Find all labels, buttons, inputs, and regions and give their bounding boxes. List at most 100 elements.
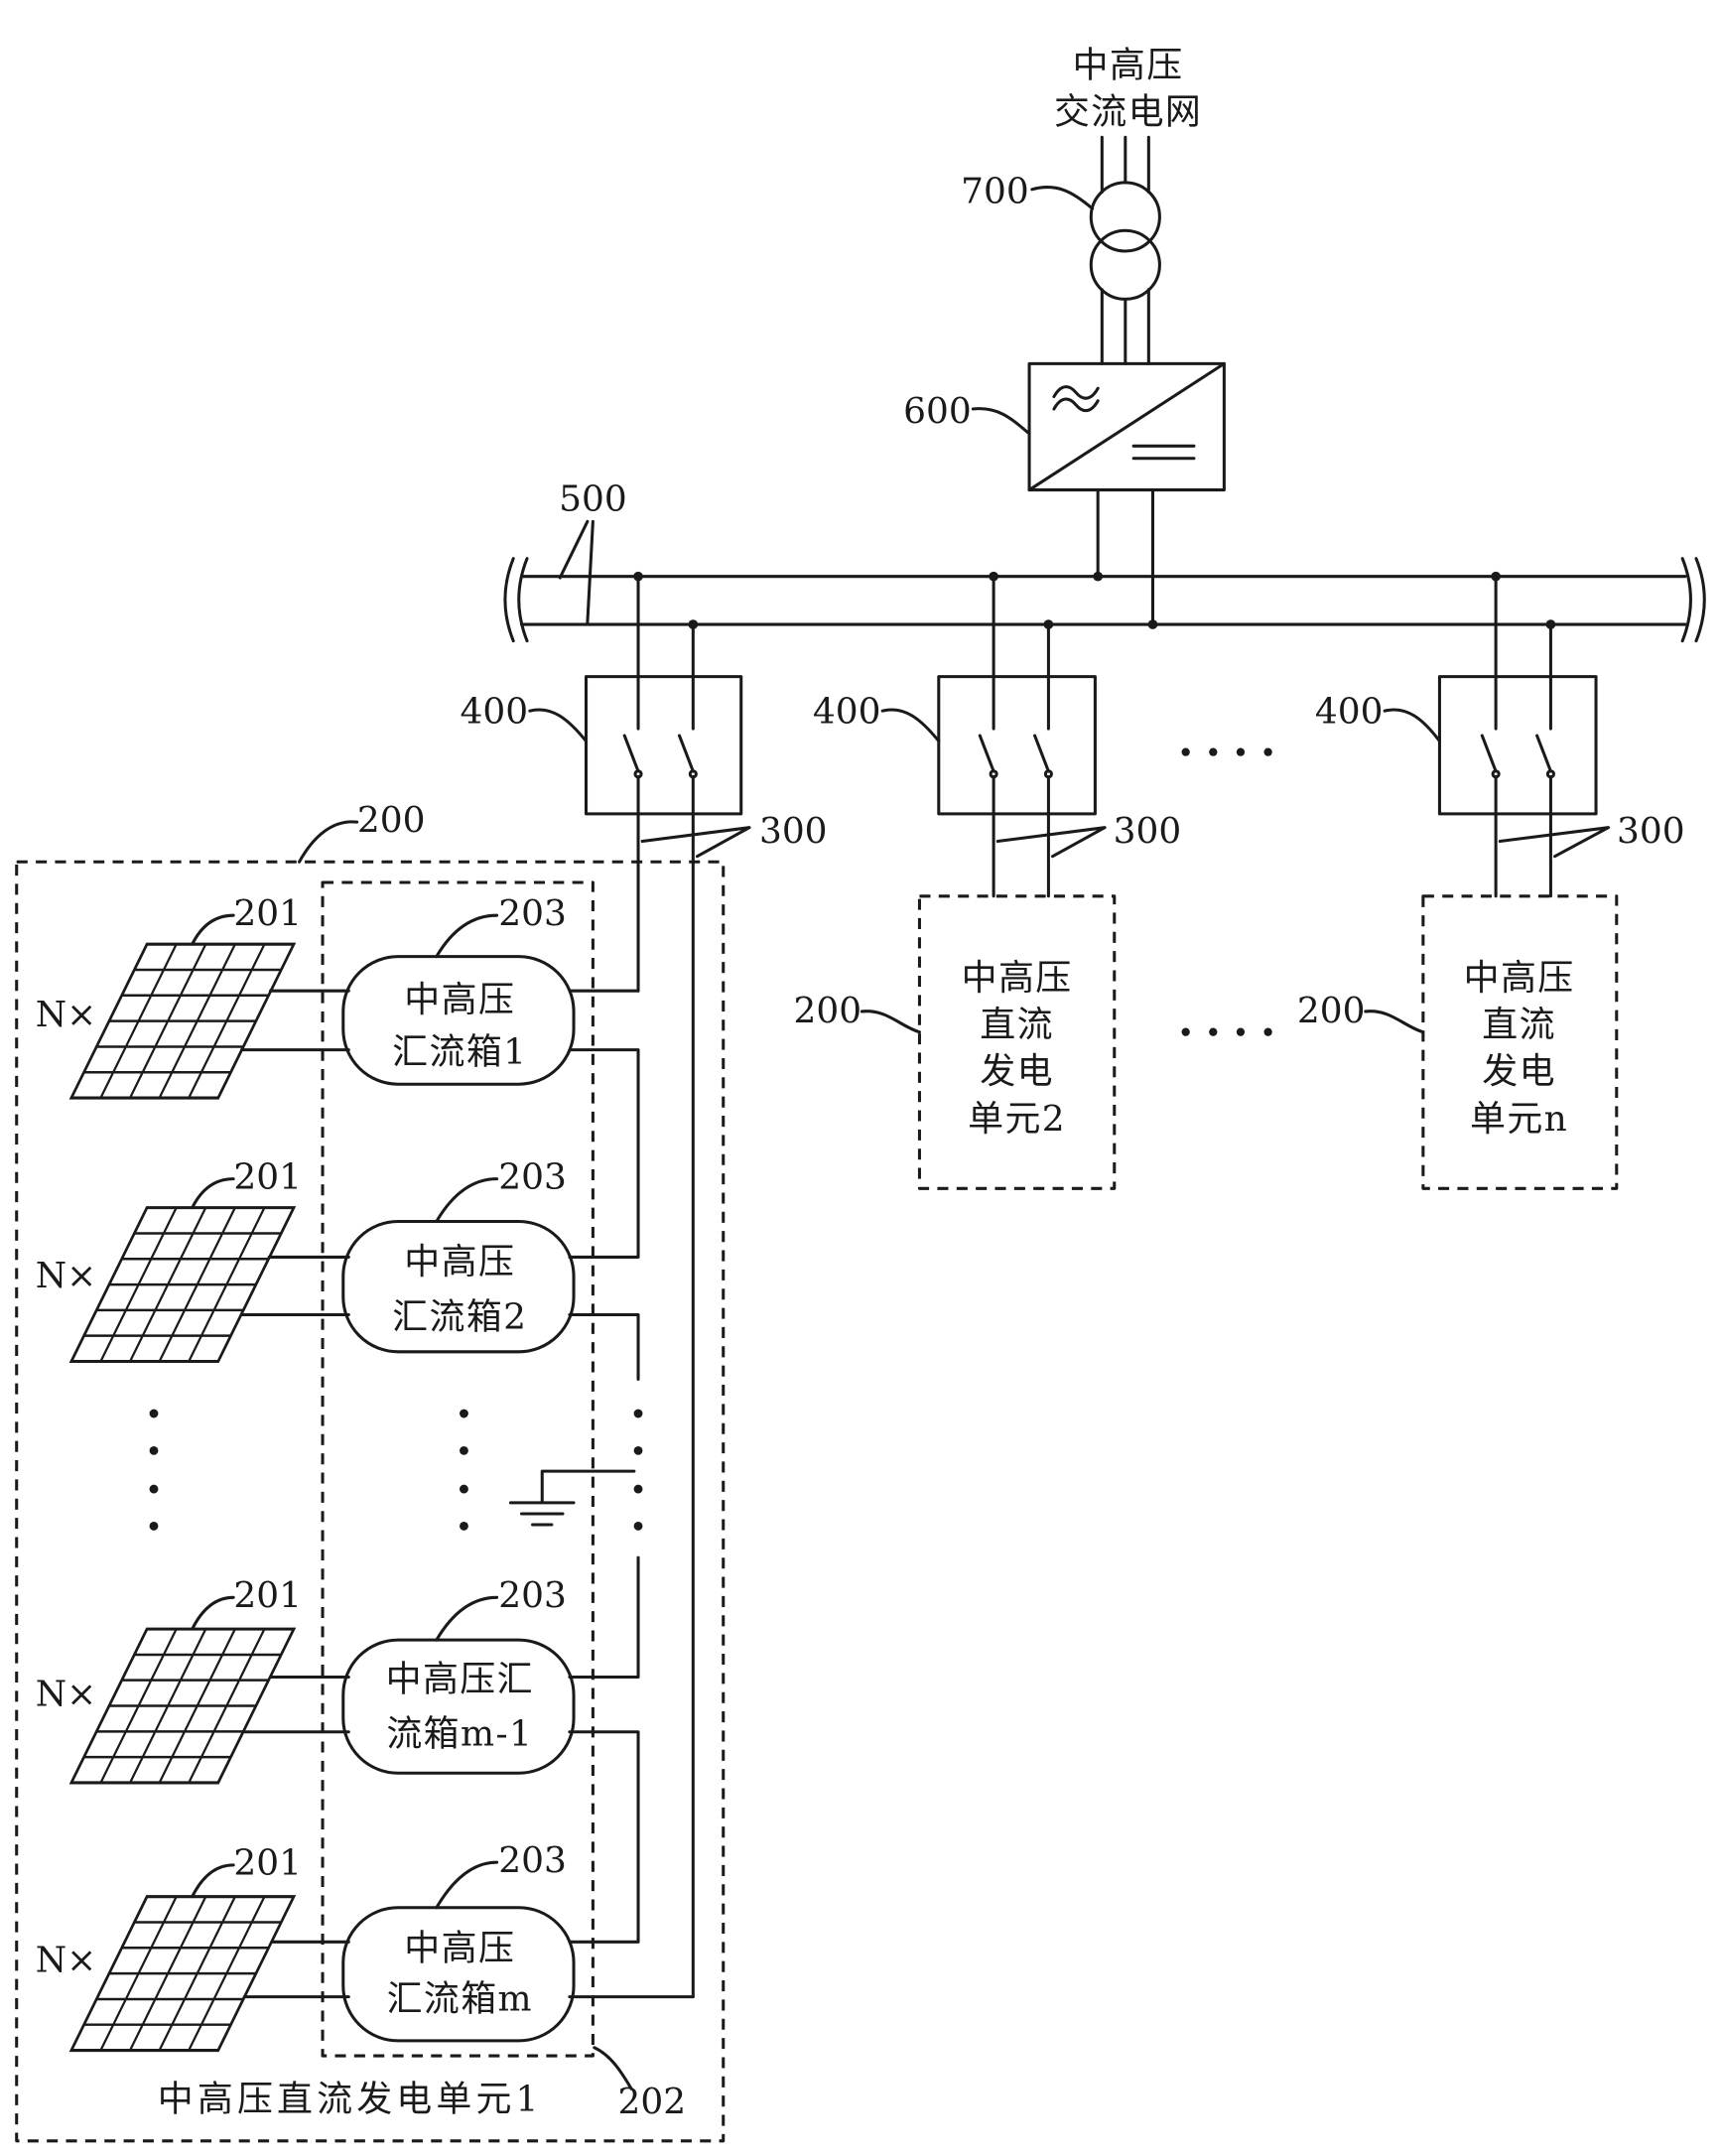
switch-leader <box>882 710 939 741</box>
branch-1: 400 300 <box>461 572 828 1997</box>
pv-string-2: 201 N× 中高压 汇流箱2 203 <box>36 1156 574 1361</box>
branch-ellipsis <box>1182 747 1272 755</box>
converter-dc-leads <box>1098 490 1152 624</box>
unit-label-line: 单元2 <box>968 1099 1066 1140</box>
panel-ref-label: 201 <box>233 893 302 934</box>
ground-icon <box>510 1471 633 1525</box>
ac-grid-label-line1: 中高压 <box>1073 45 1184 85</box>
combiner-label-line: 中高压 <box>404 980 515 1020</box>
unit-ref-label: 200 <box>794 991 862 1031</box>
panel-leader <box>193 1179 233 1208</box>
panel-multiplier: N× <box>36 1675 97 1715</box>
switch-ref-label: 400 <box>1315 692 1384 733</box>
pv-string-m: 201 N× 中高压 汇流箱m 203 <box>36 1840 574 2051</box>
junction-dot <box>1093 572 1103 582</box>
dc-bus-leaders <box>560 521 593 622</box>
combiner-label-line: 中高压汇 <box>386 1659 534 1699</box>
unit-label-line: 发电 <box>980 1051 1054 1092</box>
remote-unit-n: 中高压 直流 发电 单元n 200 <box>1297 896 1617 1188</box>
unit-leader <box>1366 1011 1423 1032</box>
transformer: 700 <box>961 172 1159 364</box>
combiner-label-line: 汇流箱m <box>387 1978 533 2019</box>
switch-ref-label: 400 <box>461 692 529 733</box>
combiner-label-line: 中高压 <box>404 1242 515 1282</box>
series-wiring <box>570 991 693 1996</box>
combiner-ref-label: 203 <box>498 1156 567 1197</box>
unit-label-line: 中高压 <box>962 958 1073 999</box>
panel-leads <box>244 1942 348 1996</box>
panel-leader <box>193 1597 233 1629</box>
unit-ellipsis <box>1182 1028 1272 1036</box>
switch-blade-icon <box>1482 736 1550 771</box>
three-phase-lines-lower <box>1102 290 1148 364</box>
switch-blade-icon <box>624 736 693 771</box>
unit-leader <box>861 1011 919 1032</box>
branch-2: 400 300 <box>813 572 1181 896</box>
switch-leads-top <box>638 577 693 729</box>
converter: 600 <box>903 363 1224 624</box>
combiner-leader <box>437 1862 497 1908</box>
pv-panel-icon <box>71 1897 294 2051</box>
dc-symbol-icon <box>1133 446 1194 458</box>
panel-leader <box>193 1865 233 1897</box>
converter-diagonal <box>1029 363 1224 489</box>
branch-3: 400 300 <box>1315 572 1685 896</box>
combiner-leader <box>437 1597 497 1640</box>
cable-leaders <box>1500 828 1608 857</box>
panel-leads <box>241 1257 348 1314</box>
panel-ref-label: 201 <box>233 1843 302 1884</box>
junction-dot <box>1148 619 1158 629</box>
bus-break-left-icon <box>505 559 527 641</box>
unit-1-leader <box>300 822 357 862</box>
switch-box <box>1439 677 1596 814</box>
pv-panel-icon <box>71 1629 294 1783</box>
combiner-leader <box>437 1179 497 1222</box>
unit-label-line: 中高压 <box>1464 958 1575 999</box>
unit-label-line: 单元n <box>1470 1099 1568 1140</box>
panel-multiplier: N× <box>36 995 97 1035</box>
panel-multiplier: N× <box>36 1256 97 1296</box>
panel-multiplier: N× <box>36 1941 97 1981</box>
ac-grid: 中高压 交流电网 <box>1054 45 1202 192</box>
combiner-group-ref-label: 202 <box>618 2082 687 2122</box>
unit-1-ref-label: 200 <box>357 800 426 841</box>
switch-leader <box>530 710 587 741</box>
remote-unit-2: 中高压 直流 发电 单元2 200 <box>794 896 1115 1188</box>
switch-box <box>586 677 740 814</box>
panel-ref-label: 201 <box>233 1156 302 1197</box>
switch-leads-top <box>1496 577 1550 729</box>
panel-leads <box>243 1677 348 1731</box>
combiner-ref-label: 203 <box>498 893 567 934</box>
unit-label-line: 直流 <box>980 1005 1054 1045</box>
unit-label-line: 发电 <box>1482 1051 1556 1092</box>
converter-leader <box>973 409 1029 434</box>
unit-label-line: 直流 <box>1482 1005 1556 1045</box>
combiner-label-line: 流箱m-1 <box>386 1714 533 1755</box>
pv-string-m-1: 201 N× 中高压汇 流箱m-1 203 <box>36 1575 574 1783</box>
ac-grid-label-line2: 交流电网 <box>1054 91 1202 132</box>
cable-ref-label: 300 <box>1617 811 1685 852</box>
combiner-ref-label: 203 <box>498 1840 567 1881</box>
switch-leads-top <box>993 577 1048 729</box>
ac-symbol-icon <box>1054 387 1098 411</box>
pv-panel-icon <box>71 1208 294 1362</box>
unit-1-caption: 中高压直流发电单元1 <box>158 2079 543 2119</box>
dc-bus: 500 <box>505 478 1704 640</box>
switch-leader <box>1385 710 1439 741</box>
switch-ref-label: 400 <box>813 692 881 733</box>
pv-panel-icon <box>71 944 294 1098</box>
combiner-label-line: 中高压 <box>404 1928 515 1968</box>
cable-leaders <box>997 828 1105 857</box>
transformer-ref-label: 700 <box>961 172 1029 212</box>
unit-1: 200 202 中高压直流发电单元1 201 N× 中高压 汇流箱1 203 2… <box>17 800 724 2141</box>
bus-break-right-icon <box>1682 559 1704 641</box>
cable-leaders <box>642 828 749 857</box>
combiner-label-line: 汇流箱1 <box>392 1031 527 1072</box>
dc-bus-ref-label: 500 <box>559 478 627 519</box>
panel-leader <box>193 915 233 944</box>
transformer-leader <box>1032 188 1093 209</box>
cable-ref-label: 300 <box>1114 811 1182 852</box>
combiner-label-line: 汇流箱2 <box>392 1296 527 1337</box>
unit-ref-label: 200 <box>1297 991 1366 1031</box>
